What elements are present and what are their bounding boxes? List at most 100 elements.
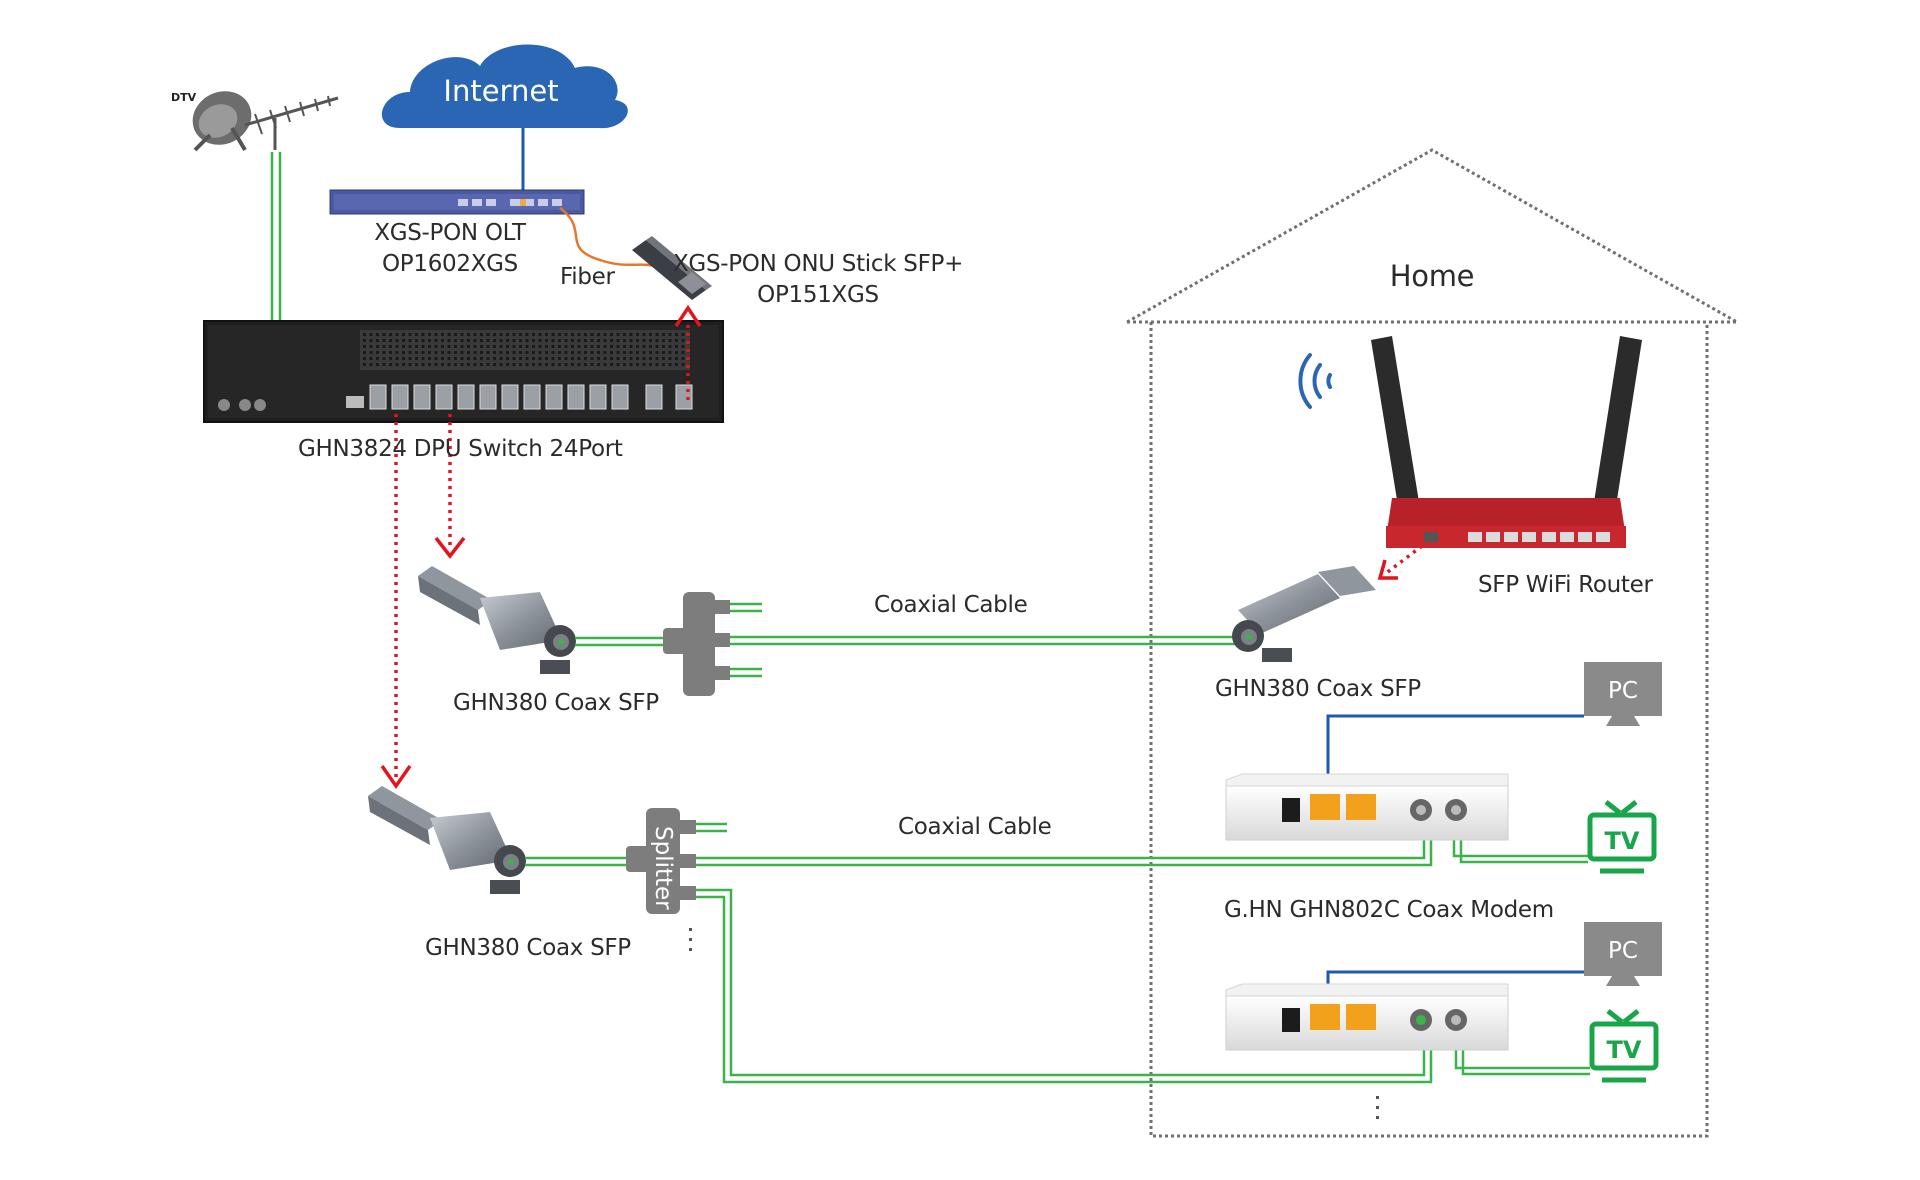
- switch-vent-hole: [584, 357, 587, 360]
- switch-vent-hole: [681, 333, 685, 336]
- home-more-dots: [1376, 1096, 1379, 1119]
- switch-vent-hole: [467, 351, 470, 354]
- switch-vent-hole: [629, 339, 633, 342]
- switch-vent-hole: [642, 363, 646, 366]
- switch-vent-hole: [402, 363, 405, 366]
- switch-vent-hole: [454, 363, 457, 366]
- coax-sfp-left-2-icon: [368, 786, 526, 894]
- switch-vent-hole: [376, 351, 379, 354]
- switch-vent-hole: [668, 339, 672, 342]
- switch-vent-hole: [668, 363, 672, 366]
- switch-vent-hole: [382, 351, 386, 354]
- switch-vent-hole: [415, 357, 418, 360]
- switch-vent-hole: [473, 351, 477, 354]
- switch-vent-hole: [519, 345, 522, 348]
- switch-vent-hole: [499, 345, 503, 348]
- switch-vent-hole: [441, 357, 444, 360]
- switch-vent-hole: [642, 339, 646, 342]
- dtv-coax-line: [270, 152, 282, 322]
- switch-vent-hole: [610, 351, 613, 354]
- switch-vent-hole: [447, 333, 451, 336]
- switch-vent-hole: [655, 345, 659, 348]
- switch-vent-hole: [512, 333, 516, 336]
- switch-vent-hole: [662, 339, 665, 342]
- switch-vent-hole: [519, 339, 522, 342]
- switch-vent-hole: [584, 363, 587, 366]
- switch-vent-hole: [610, 333, 613, 336]
- switch-vent-hole: [649, 345, 652, 348]
- switch-vent-hole: [460, 345, 464, 348]
- switch-vent-hole: [649, 339, 652, 342]
- sfp-left-2-label: GHN380 Coax SFP: [425, 935, 631, 961]
- switch-vent-hole: [636, 339, 639, 342]
- switch-vent-hole: [662, 357, 665, 360]
- switch-vent-hole: [428, 339, 431, 342]
- switch-vent-hole: [668, 351, 672, 354]
- switch-vent-hole: [499, 357, 503, 360]
- switch-vent-hole: [551, 363, 555, 366]
- switch-vent-hole: [395, 357, 399, 360]
- switch-vent-hole: [447, 357, 451, 360]
- switch-vent-hole: [512, 351, 516, 354]
- switch-vent-hole: [675, 333, 678, 336]
- switch-vent-hole: [545, 339, 548, 342]
- switch-vent-hole: [577, 333, 581, 336]
- switch-vent-hole: [415, 339, 418, 342]
- switch-vent-hole: [603, 345, 607, 348]
- onu-label-line1: XGS-PON ONU Stick SFP+: [672, 251, 964, 277]
- switch-vent-hole: [662, 363, 665, 366]
- switch-vent-hole: [363, 333, 366, 336]
- switch-vent-hole: [675, 345, 678, 348]
- switch-vent-hole: [629, 363, 633, 366]
- switch-vent-hole: [577, 339, 581, 342]
- switch-vent-hole: [545, 333, 548, 336]
- dtv-label: DTV: [171, 91, 197, 104]
- switch-vent-hole: [376, 333, 379, 336]
- switch-vent-hole: [564, 351, 568, 354]
- switch-vent-hole: [428, 351, 431, 354]
- switch-vent-hole: [460, 351, 464, 354]
- switch-vent-hole: [447, 351, 451, 354]
- switch-vent-hole: [616, 357, 620, 360]
- switch-vent-hole: [681, 357, 685, 360]
- switch-vent-hole: [616, 345, 620, 348]
- switch-vent-hole: [616, 363, 620, 366]
- switch-vent-hole: [499, 351, 503, 354]
- tv-2-label: TV: [1607, 1036, 1642, 1064]
- switch-vent-hole: [454, 333, 457, 336]
- switch-vent-hole: [512, 345, 516, 348]
- switch-vent-hole: [480, 351, 483, 354]
- switch-vent-hole: [538, 363, 542, 366]
- switch-vent-hole: [460, 363, 464, 366]
- switch-vent-hole: [428, 363, 431, 366]
- internet-cloud-icon: [381, 44, 628, 129]
- switch-vent-hole: [564, 333, 568, 336]
- switch-vent-hole: [597, 339, 600, 342]
- switch-vent-hole: [681, 351, 685, 354]
- switch-vent-hole: [642, 345, 646, 348]
- switch-vent-hole: [369, 351, 373, 354]
- switch-vent-hole: [460, 333, 464, 336]
- switch-vent-hole: [486, 333, 490, 336]
- switch-vent-hole: [551, 357, 555, 360]
- dpu-switch-device-icon: [203, 320, 724, 423]
- switch-vent-hole: [668, 333, 672, 336]
- switch-vent-hole: [649, 351, 652, 354]
- switch-vent-hole: [369, 357, 373, 360]
- switch-vent-hole: [629, 351, 633, 354]
- switch-vent-hole: [402, 339, 405, 342]
- switch-vent-hole: [584, 339, 587, 342]
- tv-1-icon: [1587, 800, 1657, 874]
- switch-vent-hole: [486, 351, 490, 354]
- switch-vent-hole: [655, 351, 659, 354]
- pc-1-icon: [1584, 662, 1662, 726]
- switch-vent-hole: [408, 363, 412, 366]
- switch-vent-hole: [610, 339, 613, 342]
- switch-vent-hole: [590, 333, 594, 336]
- switch-vent-hole: [512, 339, 516, 342]
- switch-vent-hole: [668, 345, 672, 348]
- coax-cables: [525, 602, 1590, 1084]
- switch-vent-hole: [642, 333, 646, 336]
- switch-vent-hole: [486, 363, 490, 366]
- switch-vent-hole: [525, 345, 529, 348]
